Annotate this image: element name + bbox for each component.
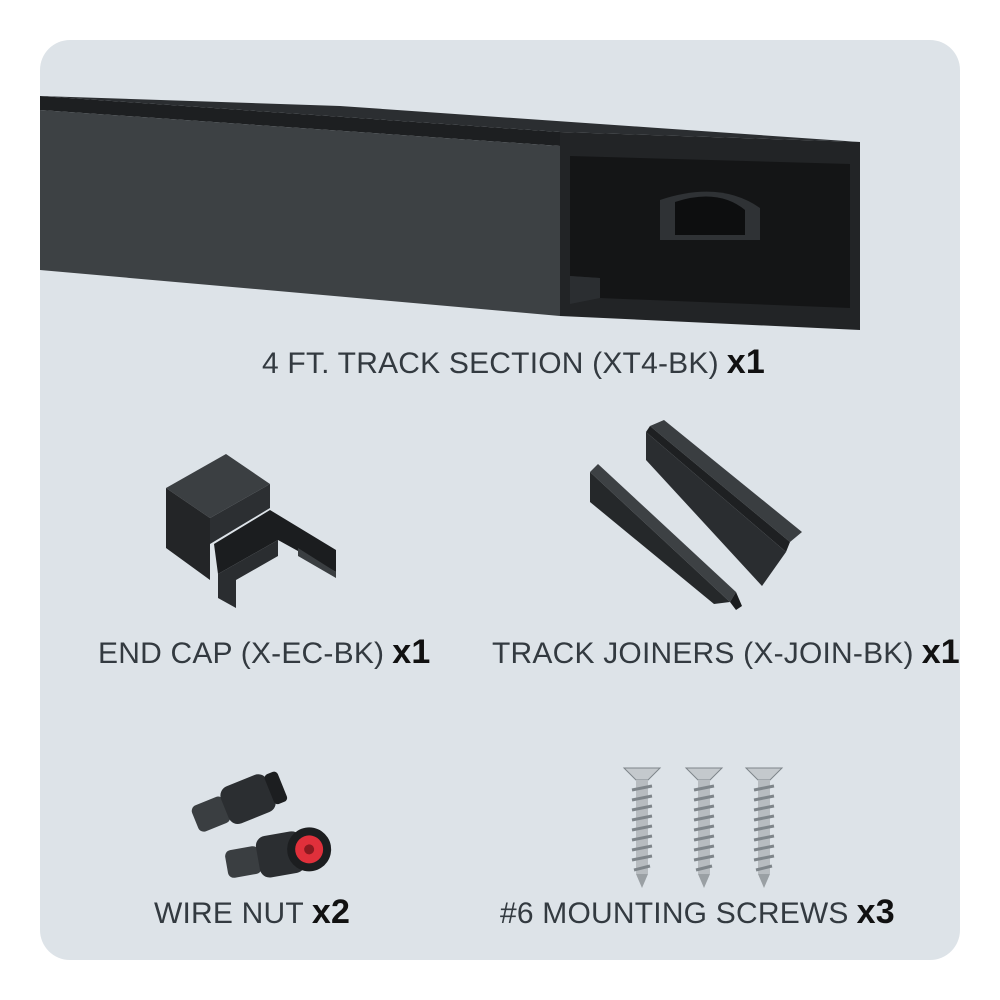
track-section-qty: x1 [726, 343, 765, 381]
wire-nut-qty: x2 [311, 893, 351, 931]
track-joiners-name: TRACK JOINERS (X-JOIN-BK) [492, 637, 914, 670]
mounting-screws-name: #6 MOUNTING SCREWS [500, 897, 849, 930]
end-cap-image [158, 448, 348, 618]
track-section-image [40, 90, 960, 370]
track-section-label: 4 FT. TRACK SECTION (XT4-BK)x1 [262, 343, 765, 382]
screw-icon [744, 767, 784, 888]
screw-icon [622, 767, 662, 888]
mounting-screws-image [620, 764, 790, 890]
track-joiners-image [590, 420, 810, 610]
parts-panel: 4 FT. TRACK SECTION (XT4-BK)x1 END CAP (… [40, 40, 960, 960]
end-cap-qty: x1 [392, 633, 431, 671]
end-cap-label: END CAP (X-EC-BK)x1 [98, 633, 430, 672]
wire-nut-name: WIRE NUT [154, 897, 304, 930]
end-cap-name: END CAP (X-EC-BK) [98, 637, 385, 670]
mounting-screws-qty: x3 [856, 893, 895, 931]
track-joiners-label: TRACK JOINERS (X-JOIN-BK)x1 [492, 633, 960, 672]
track-section-name: 4 FT. TRACK SECTION (XT4-BK) [262, 347, 719, 380]
track-joiners-qty: x1 [921, 633, 960, 671]
wire-nut-image [186, 760, 336, 890]
screw-icon [684, 767, 724, 888]
